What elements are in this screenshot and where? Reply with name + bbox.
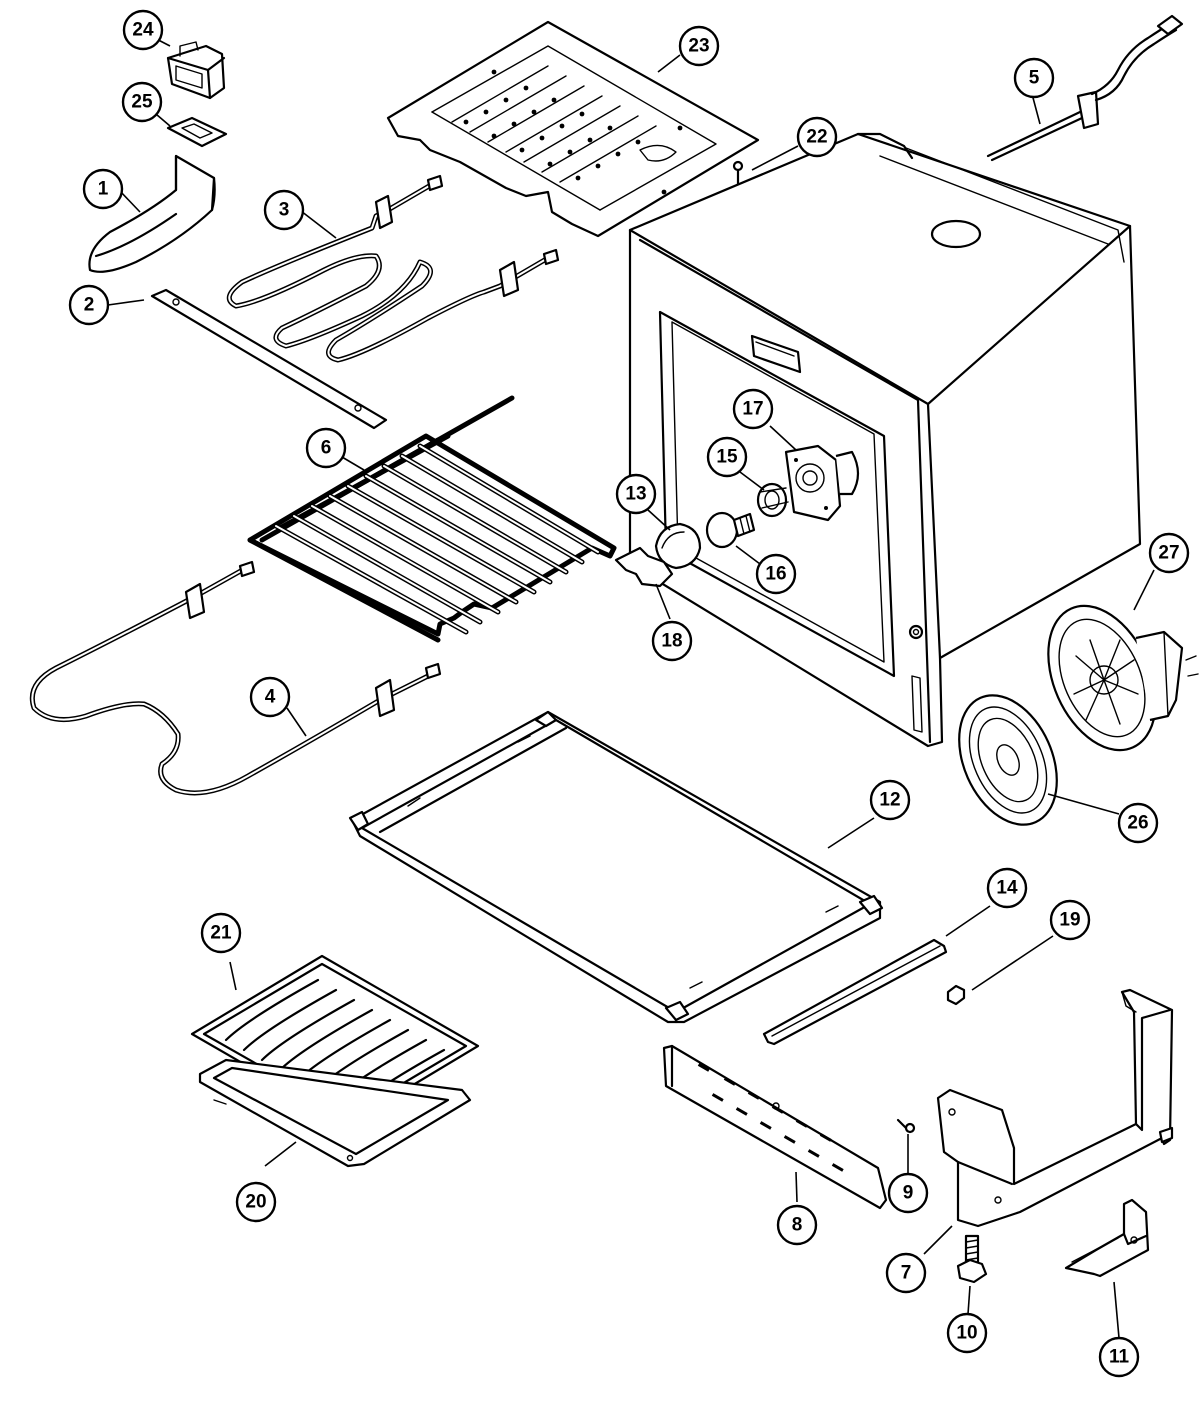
callout-27: 27 (1148, 532, 1190, 574)
callout-4: 4 (249, 676, 291, 718)
callout-18: 18 (651, 620, 693, 662)
part-small-plate (166, 116, 228, 148)
callout-9: 9 (887, 1172, 929, 1214)
part-side-panel (662, 1044, 888, 1210)
callout-1: 1 (82, 168, 124, 210)
part-screw-22 (732, 160, 744, 186)
part-broil-baffle (386, 20, 760, 238)
part-light-receptacle (756, 482, 789, 518)
callout-label: 19 (1059, 910, 1080, 931)
callout-label: 17 (742, 399, 763, 420)
part-leveling-leg (956, 1234, 988, 1284)
callout-14: 14 (986, 867, 1028, 909)
callout-label: 1 (98, 179, 109, 200)
callout-label: 27 (1158, 543, 1179, 564)
callout-3: 3 (263, 189, 305, 231)
part-light-bulb (705, 511, 756, 549)
callout-label: 8 (792, 1215, 803, 1236)
callout-10: 10 (946, 1312, 988, 1354)
callout-8: 8 (776, 1204, 818, 1246)
callout-label: 22 (806, 127, 827, 148)
part-broil-pan (198, 1058, 472, 1168)
part-bracket-1 (88, 154, 216, 273)
callout-25: 25 (121, 81, 163, 123)
callout-22: 22 (796, 116, 838, 158)
part-bake-element (29, 560, 442, 796)
callout-label: 21 (210, 923, 232, 944)
callout-label: 24 (132, 20, 154, 41)
part-nut (946, 984, 966, 1006)
callout-label: 26 (1127, 813, 1148, 834)
part-broil-element (226, 174, 560, 363)
callout-13: 13 (615, 473, 657, 515)
callout-label: 3 (279, 200, 290, 221)
part-lens-gasket (614, 546, 674, 588)
callout-label: 20 (245, 1192, 266, 1213)
callout-6: 6 (305, 427, 347, 469)
callout-23: 23 (678, 25, 720, 67)
callout-label: 12 (879, 790, 900, 811)
part-oven-rack (247, 395, 617, 643)
part-oven-bottom (348, 710, 884, 1024)
part-screw-9 (896, 1118, 916, 1134)
callout-label: 2 (84, 295, 95, 316)
callout-label: 4 (265, 687, 276, 708)
part-oven-sensor (986, 14, 1184, 162)
callout-21: 21 (200, 912, 242, 954)
callout-label: 16 (765, 564, 786, 585)
callout-label: 15 (716, 447, 738, 468)
part-support-bar (150, 288, 388, 430)
callout-label: 13 (625, 484, 646, 505)
part-terminal-block (166, 41, 226, 100)
callout-label: 23 (688, 36, 709, 57)
callout-label: 25 (131, 92, 153, 113)
callout-label: 7 (901, 1263, 912, 1284)
callout-24: 24 (122, 9, 164, 51)
callout-2: 2 (68, 284, 110, 326)
callout-label: 18 (661, 631, 682, 652)
callout-7: 7 (885, 1252, 927, 1294)
callout-16: 16 (755, 553, 797, 595)
callout-19: 19 (1049, 899, 1091, 941)
callout-20: 20 (235, 1181, 277, 1223)
part-anti-tip-bracket (1064, 1198, 1150, 1278)
part-light-socket (784, 444, 860, 522)
callout-5: 5 (1013, 57, 1055, 99)
callout-15: 15 (706, 436, 748, 478)
part-trim-strip (762, 938, 948, 1046)
callout-12: 12 (869, 779, 911, 821)
callout-26: 26 (1117, 802, 1159, 844)
callout-17: 17 (732, 388, 774, 430)
part-fan-motor (1047, 604, 1199, 752)
part-oven-cavity (628, 132, 1142, 748)
callout-label: 6 (321, 438, 332, 459)
callout-label: 5 (1029, 68, 1040, 89)
callout-label: 10 (956, 1323, 977, 1344)
callout-11: 11 (1098, 1336, 1140, 1378)
callout-label: 11 (1109, 1347, 1130, 1368)
part-frame-bracket (936, 988, 1174, 1228)
callout-label: 14 (996, 878, 1018, 899)
part-convection-fan (958, 694, 1058, 826)
callout-label: 9 (903, 1183, 914, 1204)
